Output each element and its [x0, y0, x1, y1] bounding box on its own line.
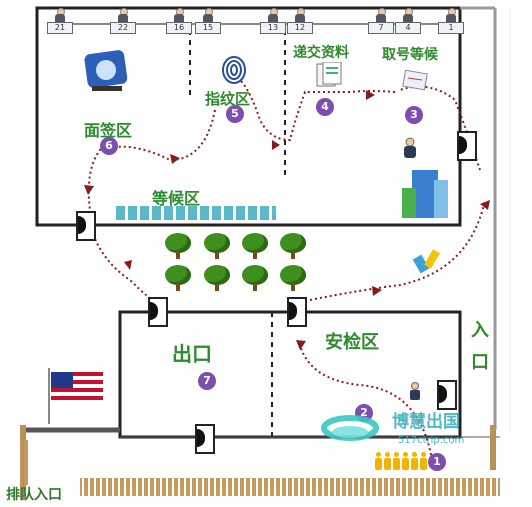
- officer-icon: [402, 137, 418, 159]
- queue-person-icon: [402, 452, 409, 470]
- tree-icon: [204, 265, 230, 291]
- tree-icon: [165, 233, 191, 259]
- us-flag-icon: [46, 368, 106, 424]
- zone-label-waiting: 等候区: [152, 189, 201, 208]
- tree-icon: [280, 233, 306, 259]
- step-badge: 3: [405, 106, 423, 124]
- scanner-icon: [412, 248, 446, 274]
- door: [195, 424, 215, 454]
- consulate-hall-wall: [35, 6, 462, 227]
- zone-label-queue-entrance: 排队入口: [6, 487, 62, 503]
- watermark: 博慧出国 517ctrip.com: [320, 405, 480, 455]
- step-badge: 1: [428, 453, 446, 471]
- watermark-text: 博慧出国: [392, 412, 460, 432]
- tree-icon: [165, 265, 191, 291]
- fingerprint-icon: [221, 55, 247, 85]
- door: [148, 297, 168, 327]
- door: [457, 131, 477, 161]
- zone-label-take-number: 取号等候: [382, 47, 438, 63]
- watermark-url: 517ctrip.com: [398, 435, 465, 446]
- route-arrows: [84, 90, 490, 350]
- service-window: 1: [438, 8, 464, 34]
- service-window: 4: [395, 8, 421, 34]
- queue-person-icon: [420, 452, 427, 470]
- watermark-logo-icon: [321, 415, 379, 441]
- zone-label-fingerprint: 指纹区: [205, 90, 251, 108]
- zone-label-security: 安检区: [325, 332, 379, 353]
- step-badge: 4: [316, 98, 334, 116]
- door: [437, 380, 457, 410]
- queue-person-icon: [411, 452, 418, 470]
- waiting-seats: [116, 206, 276, 220]
- tree-icon: [204, 233, 230, 259]
- service-window: 13: [260, 8, 286, 34]
- step-badge: 7: [198, 372, 216, 390]
- route-path: [87, 79, 486, 461]
- zone-label-interview: 面签区: [84, 121, 133, 140]
- service-window: 15: [195, 8, 221, 34]
- documents-icon: [315, 61, 343, 88]
- interview-icon: [82, 50, 132, 94]
- door: [76, 211, 96, 241]
- tree-icon: [242, 233, 268, 259]
- zone-label-exit: 出口: [172, 342, 212, 366]
- zone-label-entrance: 入口: [468, 320, 489, 384]
- service-window: 7: [368, 8, 394, 34]
- guard-icon: [408, 382, 422, 400]
- building-icon: [402, 170, 448, 220]
- door: [287, 297, 307, 327]
- fence: [20, 425, 500, 500]
- service-window: 12: [287, 8, 313, 34]
- queue-person-icon: [375, 452, 382, 470]
- step-badge: 6: [100, 137, 118, 155]
- queue-person-icon: [384, 452, 391, 470]
- tree-icon: [280, 265, 306, 291]
- queue-person-icon: [393, 452, 400, 470]
- step-badge: 5: [226, 105, 244, 123]
- zone-label-documents: 递交资料: [293, 45, 349, 61]
- service-window: 22: [110, 8, 136, 34]
- service-window: 16: [166, 8, 192, 34]
- ticket-icon: [402, 69, 428, 92]
- service-window: 21: [47, 8, 73, 34]
- tree-icon: [242, 265, 268, 291]
